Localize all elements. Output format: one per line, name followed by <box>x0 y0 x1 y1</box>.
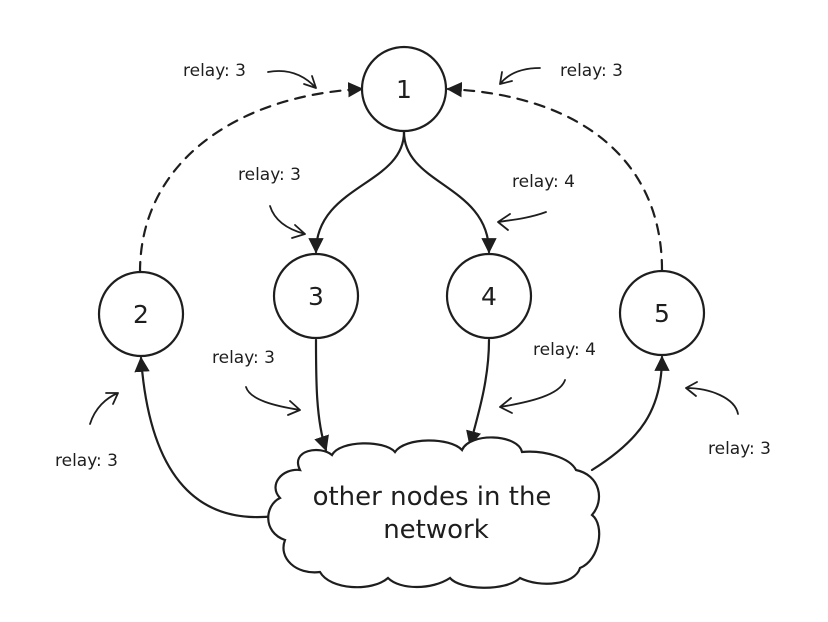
cloud-label-line2: network <box>383 515 489 545</box>
pointer-arrow-to-2 <box>89 392 119 425</box>
edge-cloud-to-2 <box>134 356 277 519</box>
relay-label-to-4: relay: 4 <box>512 172 575 192</box>
pointer-arrow-to-1-left <box>267 70 317 89</box>
node-2-label: 2 <box>133 300 149 329</box>
edge-4-to-cloud <box>466 338 491 447</box>
relay-label-to-1-from-2: relay: 3 <box>183 61 246 81</box>
pointer-arrow-to-cloud-from-4 <box>499 379 566 414</box>
node-1-label: 1 <box>396 75 412 104</box>
node-4-label: 4 <box>481 282 497 311</box>
relay-label-to-2: relay: 3 <box>55 451 118 471</box>
edge-2-to-1 <box>138 81 364 274</box>
relay-label-to-cloud-from-4: relay: 4 <box>533 340 596 360</box>
relay-label-to-5: relay: 3 <box>708 439 771 459</box>
relay-label-to-1-from-5: relay: 3 <box>560 61 623 81</box>
pointer-arrow-to-4 <box>497 211 547 231</box>
pointer-arrow-to-3 <box>269 205 306 239</box>
cloud-label-line1: other nodes in the <box>313 482 552 512</box>
edge-cloud-to-5 <box>590 355 670 472</box>
pointer-arrow-to-1-right <box>499 67 541 85</box>
relay-label-to-3: relay: 3 <box>238 165 301 185</box>
edge-3-to-cloud <box>314 338 329 452</box>
node-5-label: 5 <box>654 299 670 328</box>
edge-1-to-4 <box>402 130 497 254</box>
node-3-label: 3 <box>308 282 324 311</box>
other-nodes-cloud: other nodes in the network <box>267 436 601 589</box>
node-4: 4 <box>445 252 533 340</box>
relay-label-to-cloud-from-3: relay: 3 <box>212 348 275 368</box>
edge-5-to-1 <box>446 81 664 272</box>
edge-1-to-3 <box>308 130 406 254</box>
node-3: 3 <box>272 252 360 340</box>
node-1: 1 <box>360 45 448 133</box>
node-5: 5 <box>618 269 706 357</box>
pointer-arrow-to-cloud-from-3 <box>245 386 301 416</box>
node-2: 2 <box>97 270 185 358</box>
pointer-arrow-to-5 <box>685 381 739 415</box>
